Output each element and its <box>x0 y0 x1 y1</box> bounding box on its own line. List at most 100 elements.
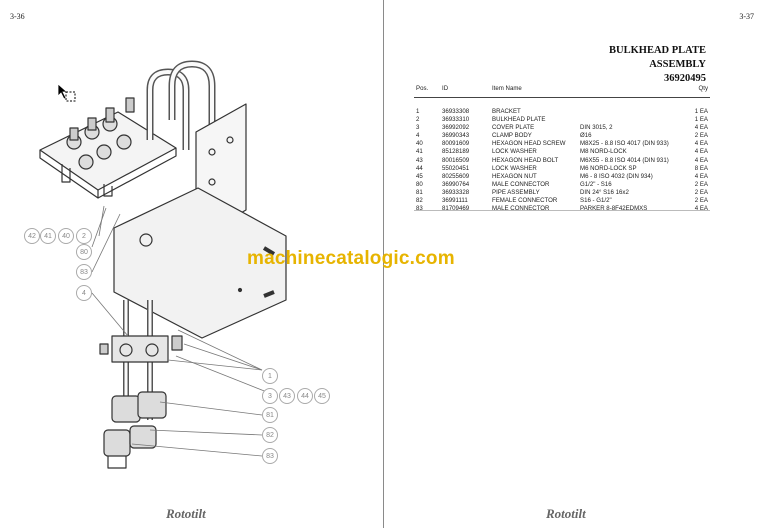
cell-item-name: LOCK WASHER <box>492 148 537 156</box>
callout-45: 45 <box>314 388 330 404</box>
cell-id: 36991111 <box>442 197 468 205</box>
cell-qty: 1 EA <box>694 116 708 124</box>
cell-pos: 40 <box>416 140 423 148</box>
cell-spec: M8X25 - 8.8 ISO 4017 (DIN 933) <box>580 140 669 148</box>
callout-81: 81 <box>262 407 278 423</box>
cell-id: 36990343 <box>442 132 470 140</box>
cell-spec: DIN 3015, 2 <box>580 124 613 132</box>
cell-qty: 1 EA <box>694 108 708 115</box>
right-footer-logo: Rototilt <box>546 506 586 521</box>
title-line-2: ASSEMBLY <box>649 59 706 70</box>
cursor-move-icon <box>56 82 78 104</box>
cell-pos: 3 <box>416 124 420 132</box>
table-row: 81 36933328 PIPE ASSEMBLY DIN 24° S16 16x2 2… <box>414 189 710 197</box>
cell-pos: 44 <box>416 164 423 172</box>
callout-83-bottom: 83 <box>262 448 278 464</box>
cell-pos: 83 <box>416 205 423 213</box>
cell-qty: 8 EA <box>694 164 708 172</box>
page-divider <box>383 0 384 528</box>
cell-pos: 45 <box>416 172 423 180</box>
title-line-3: 36920495 <box>664 73 706 84</box>
callout-42: 42 <box>24 228 40 244</box>
cell-pos: 82 <box>416 197 423 205</box>
cell-item-name: BULKHEAD PLATE <box>492 116 546 124</box>
col-pos: Pos. <box>414 84 440 98</box>
cell-spec <box>578 116 676 124</box>
callout-1: 1 <box>262 368 278 384</box>
assembly-title: BULKHEAD PLATE ASSEMBLY 36920495 <box>609 44 706 86</box>
table-row: 3 36992092 COVER PLATE DIN 3015, 2 4 EA <box>414 124 710 132</box>
cell-qty: 2 EA <box>694 188 708 196</box>
col-id: ID <box>440 84 490 98</box>
cell-id: 36933328 <box>442 188 470 196</box>
cell-spec: M6 NORD-LOCK SP <box>580 164 637 172</box>
cell-item-name: MALE CONNECTOR <box>492 180 550 188</box>
table-row: 83 81709469 MALE CONNECTOR PARKER 8-8F42EDM… <box>414 205 710 213</box>
cell-item-name: BRACKET <box>492 108 521 115</box>
cell-spec: M6 - 8 ISO 4032 (DIN 934) <box>580 172 653 180</box>
left-page-number: 3-36 <box>10 12 25 21</box>
callout-40: 40 <box>58 228 74 244</box>
cell-pos: 41 <box>416 148 423 156</box>
cell-item-name: MALE CONNECTOR <box>492 205 550 213</box>
callout-41: 41 <box>40 228 56 244</box>
cell-item-name: HEXAGON HEAD BOLT <box>492 156 559 164</box>
title-line-1: BULKHEAD PLATE <box>609 45 706 56</box>
cell-qty: 4 EA <box>694 156 708 164</box>
right-page: 3-37 BULKHEAD PLATE ASSEMBLY 36920495 Po… <box>384 0 768 528</box>
cell-id: 36933308 <box>442 108 470 115</box>
cell-id: 80016509 <box>442 156 470 164</box>
col-spec <box>578 84 676 98</box>
left-footer-logo: Rototilt <box>166 506 206 521</box>
callout-3: 3 <box>262 388 278 404</box>
cell-pos: 81 <box>416 188 423 196</box>
table-header-row: Pos. ID Item Name Qty <box>414 84 710 98</box>
cell-id: 36992092 <box>442 124 470 132</box>
callout-2: 2 <box>76 228 92 244</box>
cell-id: 36933310 <box>442 116 470 124</box>
cell-pos: 80 <box>416 180 423 188</box>
col-item-name: Item Name <box>490 84 578 98</box>
cell-spec: PARKER 8-8F42EDMXS <box>580 205 648 213</box>
cell-qty: 2 EA <box>694 132 708 140</box>
cell-qty: 4 EA <box>694 205 708 213</box>
right-page-number: 3-37 <box>739 12 754 21</box>
cell-qty: 2 EA <box>694 180 708 188</box>
cell-qty: 2 EA <box>694 197 708 205</box>
cell-item-name: HEXAGON HEAD SCREW <box>492 140 566 148</box>
callout-43: 43 <box>279 388 295 404</box>
cell-id: 36990764 <box>442 180 470 188</box>
cell-spec <box>578 98 676 117</box>
cell-id: 81709469 <box>442 205 470 213</box>
cell-pos: 43 <box>416 156 423 164</box>
cell-id: 85128189 <box>442 148 470 156</box>
cell-qty: 4 EA <box>694 148 708 156</box>
cell-spec: G1/2" - S16 <box>580 180 612 188</box>
cell-spec: DIN 24° S16 16x2 <box>580 188 629 196</box>
cell-id: 80255609 <box>442 172 470 180</box>
table-row: 80 36990764 MALE CONNECTOR G1/2" - S16 2 EA <box>414 181 710 189</box>
cell-pos: 4 <box>416 132 420 140</box>
cell-item-name: PIPE ASSEMBLY <box>492 188 540 196</box>
bulkhead-exploded-drawing <box>39 60 287 469</box>
cell-item-name: LOCK WASHER <box>492 164 537 172</box>
cell-item-name: CLAMP BODY <box>492 132 532 140</box>
cell-item-name: COVER PLATE <box>492 124 535 132</box>
cell-id: 80091609 <box>442 140 470 148</box>
col-qty: Qty <box>676 84 710 98</box>
left-page: 3-36 <box>0 0 383 528</box>
table-bottom-rule <box>414 210 710 211</box>
cell-qty: 4 EA <box>694 140 708 148</box>
cell-qty: 4 EA <box>694 124 708 132</box>
watermark-text: machinecatalogic.com <box>247 248 455 269</box>
cell-item-name: FEMALE CONNECTOR <box>492 197 558 205</box>
